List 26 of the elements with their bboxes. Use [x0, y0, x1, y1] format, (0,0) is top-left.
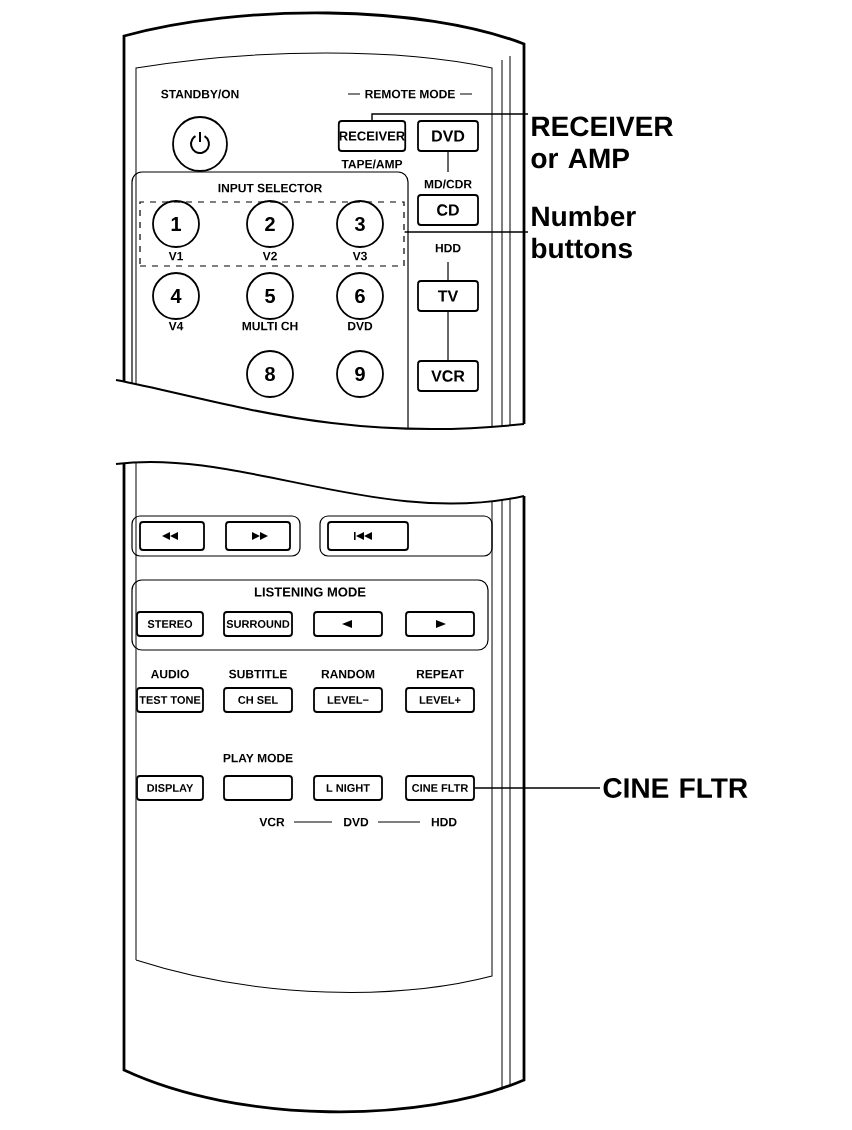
callout-text: RECEIVER or AMP — [531, 116, 673, 169]
number-button: 9 — [336, 350, 384, 398]
callout-text: Number buttons — [532, 205, 636, 259]
power-button — [172, 116, 228, 172]
number-button: 3 — [336, 200, 384, 248]
number-button: 8 — [246, 350, 294, 398]
number-button: 4 — [152, 272, 200, 320]
remote-button — [405, 611, 475, 637]
remote-button: VCR — [417, 360, 479, 392]
callout-text: CINE FLTR — [603, 778, 748, 798]
remote-button: DVD — [417, 120, 479, 152]
number-button: 1 — [152, 200, 200, 248]
remote-button — [225, 521, 291, 551]
selection-outline — [139, 201, 405, 267]
number-button: 6 — [336, 272, 384, 320]
remote-button: CD — [417, 194, 479, 226]
remote-button — [327, 521, 409, 551]
leader-line — [403, 231, 529, 233]
leader-line — [474, 787, 601, 789]
remote-button: TV — [417, 280, 479, 312]
number-button: 5 — [246, 272, 294, 320]
number-button: 2 — [246, 200, 294, 248]
remote-button — [139, 521, 205, 551]
remote-button — [223, 775, 293, 801]
remote-button — [313, 611, 383, 637]
leader-line — [371, 113, 529, 121]
